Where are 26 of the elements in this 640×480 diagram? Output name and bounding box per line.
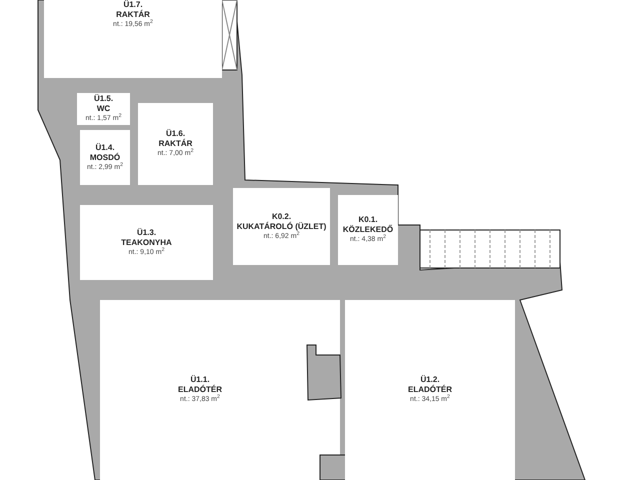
room: [80, 205, 213, 280]
room-name: KUKATÁROLÓ (ÜZLET): [236, 222, 326, 231]
room: [345, 300, 515, 480]
room-code: Ü1.6.: [166, 129, 186, 138]
room-code: Ü1.5.: [94, 94, 114, 104]
room: [233, 188, 330, 265]
room-name: KÖZLEKEDŐ: [342, 225, 394, 234]
room-name: RAKTÁR: [158, 139, 192, 148]
room-name: TEAKONYHA: [121, 238, 172, 247]
room-name: RAKTÁR: [116, 10, 150, 20]
room-code: Ü1.3.: [136, 228, 156, 238]
room-code: Ü1.2.: [420, 375, 440, 384]
room-code: Ü1.1.: [190, 375, 210, 384]
room-name: MOSDÓ: [90, 152, 120, 162]
room-name: ELADÓTÉR: [178, 385, 222, 394]
room-code: K0.2.: [272, 212, 292, 222]
room-name: WC: [96, 104, 110, 114]
room-code: Ü1.7.: [123, 0, 143, 10]
room: [80, 130, 130, 185]
room: [77, 93, 130, 125]
room: [138, 103, 213, 185]
room: [338, 195, 398, 265]
room-code: K0.1.: [358, 215, 378, 224]
room-code: Ü1.4.: [95, 142, 115, 152]
room-name: ELADÓTÉR: [408, 385, 452, 394]
room: [100, 300, 300, 480]
